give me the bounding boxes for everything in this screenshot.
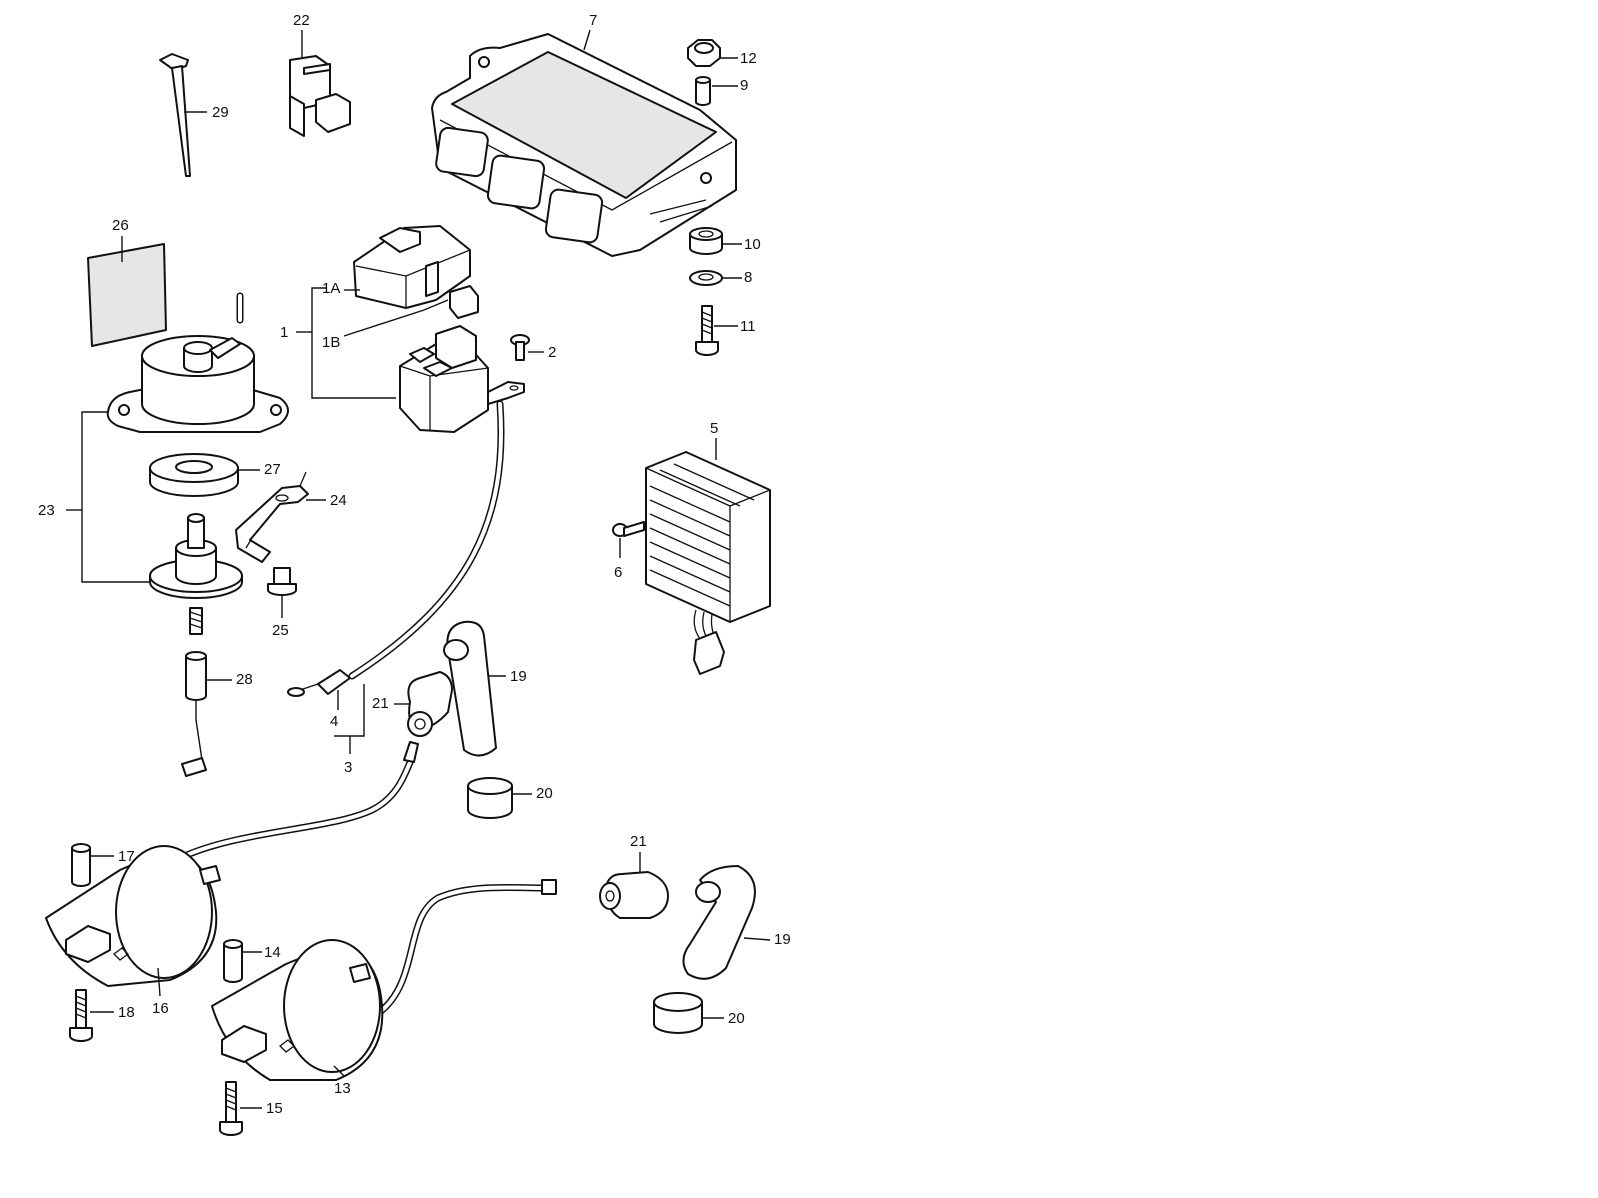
part-16-ignition-coil	[45, 741, 419, 987]
part-22-relay	[289, 30, 351, 137]
part-27-rubber-ring	[149, 453, 260, 497]
callout-1A: 1A	[322, 280, 340, 297]
part-21-cap-lower	[599, 852, 669, 919]
part-11-bolt	[695, 305, 738, 356]
callout-1: 1	[280, 324, 288, 341]
part-7-ecm	[431, 29, 737, 257]
callout-19a: 19	[510, 668, 527, 685]
callout-25: 25	[272, 622, 289, 639]
part-20-seal-lower	[653, 992, 724, 1034]
callout-16: 16	[152, 1000, 169, 1017]
callout-17: 17	[118, 848, 135, 865]
callout-3: 3	[344, 759, 352, 776]
callout-20b: 20	[728, 1010, 745, 1027]
callout-19b: 19	[774, 931, 791, 948]
part-12-nut	[687, 39, 738, 67]
callout-13: 13	[334, 1080, 351, 1097]
part-1B-fuse	[449, 285, 479, 319]
callout-5: 5	[710, 420, 718, 437]
callout-26: 26	[112, 217, 129, 234]
callout-14: 14	[264, 944, 281, 961]
callout-10: 10	[744, 236, 761, 253]
callout-1B: 1B	[322, 334, 340, 351]
callout-18: 18	[118, 1004, 135, 1021]
callout-24: 24	[330, 492, 347, 509]
callout-15: 15	[266, 1100, 283, 1117]
callout-9: 9	[740, 77, 748, 94]
callout-12: 12	[740, 50, 757, 67]
part-28-spacer	[181, 651, 232, 777]
part-29-cable-tie	[159, 53, 207, 177]
callout-27: 27	[264, 461, 281, 478]
part-26-label	[87, 236, 167, 347]
part-3-lead-wire	[287, 381, 525, 697]
part-10-grommet	[689, 227, 742, 255]
part-19-plug-cap-lower	[682, 865, 771, 980]
part-1A-relay-cover	[353, 225, 471, 309]
callout-22: 22	[293, 12, 310, 29]
part-13-ignition-coil	[211, 879, 557, 1081]
callout-21b: 21	[630, 833, 647, 850]
part-17-collar	[71, 843, 114, 887]
callout-4: 4	[330, 713, 338, 730]
callout-23: 23	[38, 502, 55, 519]
callout-8: 8	[744, 269, 752, 286]
part-8-washer	[689, 270, 742, 286]
callout-28: 28	[236, 671, 253, 688]
callout-20a: 20	[536, 785, 553, 802]
part-20-seal-upper	[467, 777, 532, 819]
callout-29: 29	[212, 104, 229, 121]
part-23-buzzer	[106, 292, 289, 433]
part-9-collar	[695, 76, 738, 106]
part-25-bolt	[267, 567, 297, 618]
part-2-screw	[510, 334, 544, 361]
callout-11: 11	[740, 318, 756, 335]
part-19-plug-cap-upper	[443, 620, 506, 757]
part-1-relay-body	[399, 325, 489, 433]
part-15-bolt	[219, 1081, 262, 1136]
part-6-screw	[612, 521, 645, 558]
part-5-regulator	[645, 438, 771, 675]
callout-2: 2	[548, 344, 556, 361]
part-14-collar	[223, 939, 262, 983]
part-18-bolt	[69, 989, 114, 1042]
part-23-mount	[149, 513, 243, 635]
callout-21a: 21	[372, 695, 389, 712]
callout-7: 7	[589, 12, 597, 29]
part-24-bracket	[235, 471, 326, 563]
callout-6: 6	[614, 564, 622, 581]
part-21-cap-upper	[394, 671, 453, 737]
